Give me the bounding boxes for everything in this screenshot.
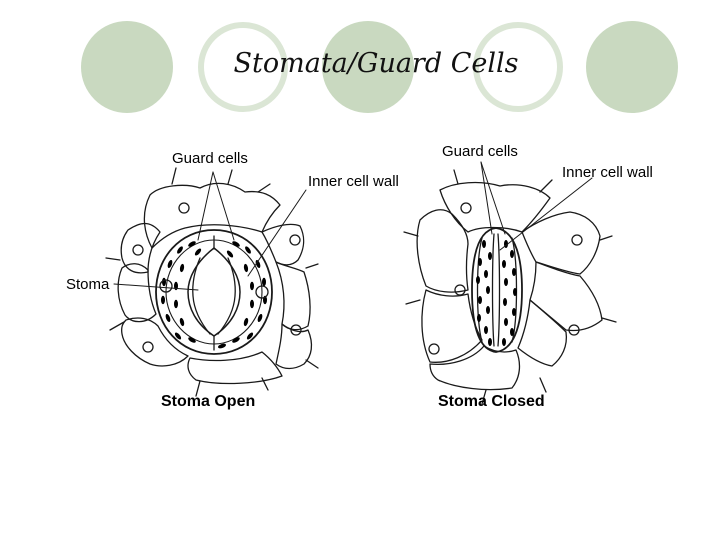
label-inner-cell-wall-left: Inner cell wall [308, 173, 399, 190]
closed-epidermal-cells [404, 170, 616, 404]
open-epidermal-cells [106, 168, 318, 396]
closed-stoma-pore [493, 234, 500, 346]
open-chloroplasts [161, 240, 267, 349]
label-inner-cell-wall-right: Inner cell wall [562, 164, 653, 181]
closed-stoma-illustration [404, 170, 616, 404]
label-guard-cells-left: Guard cells [172, 150, 248, 167]
caption-stoma-closed: Stoma Closed [438, 393, 545, 411]
closed-chloroplasts [476, 240, 517, 346]
caption-stoma-open: Stoma Open [161, 393, 255, 411]
open-stoma-pore [188, 248, 240, 336]
label-stoma: Stoma [66, 276, 109, 293]
label-guard-cells-right: Guard cells [442, 143, 518, 160]
open-stoma-illustration [106, 168, 318, 396]
